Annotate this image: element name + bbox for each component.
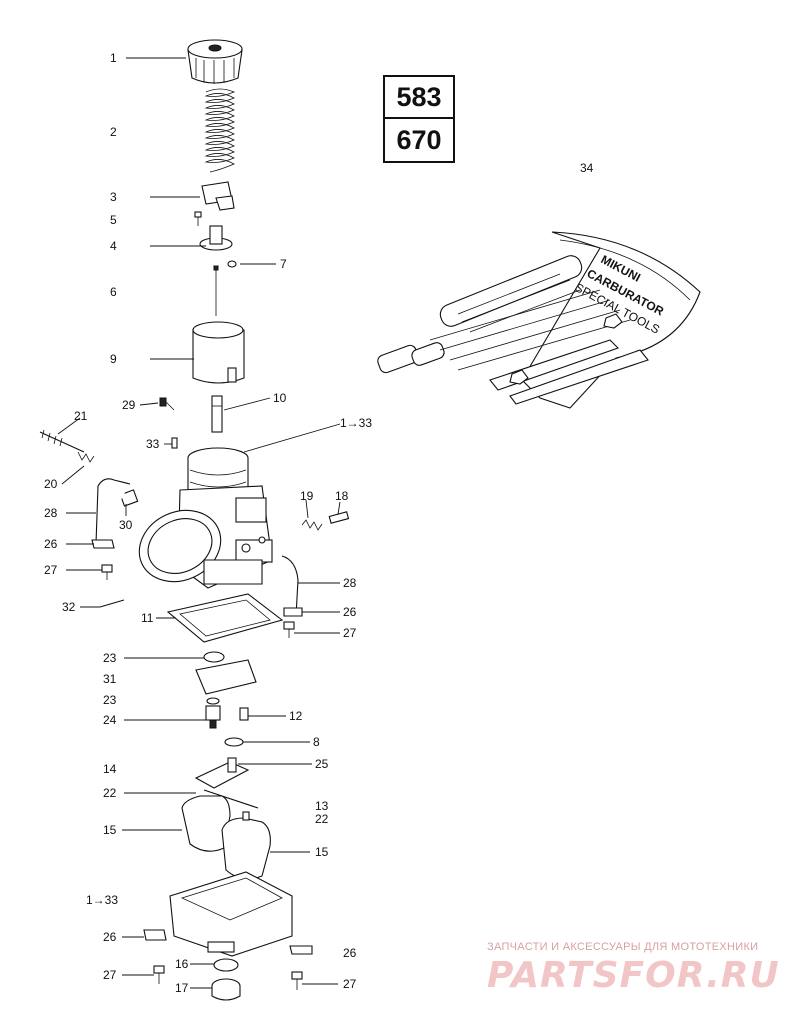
callout-2: 2 — [110, 125, 117, 139]
callout-4: 4 — [110, 239, 117, 253]
callout-23-b: 23 — [103, 693, 117, 707]
part-9-slide — [192, 321, 245, 384]
callout-27-bottom-left: 27 — [103, 968, 117, 982]
callout-18: 18 — [335, 489, 349, 503]
part-26-clamp-a — [91, 539, 115, 549]
callout-22-left: 22 — [103, 786, 117, 800]
part-15-float-left — [181, 795, 231, 852]
callout-27-right: 27 — [343, 626, 357, 640]
part-23-oring-a — [203, 651, 225, 663]
callout-17: 17 — [175, 981, 189, 995]
callout-25: 25 — [315, 757, 329, 771]
part-26-clamp-c — [143, 929, 167, 941]
part-22-pin — [203, 789, 259, 809]
callout-20: 20 — [44, 477, 58, 491]
part-31-plate — [195, 659, 257, 695]
callout-19: 19 — [300, 489, 314, 503]
part-10-needle-jet — [211, 395, 223, 433]
part-32-screw — [99, 599, 125, 608]
callout-12: 12 — [289, 709, 303, 723]
part-19-spring — [301, 519, 323, 531]
callout-8: 8 — [313, 735, 320, 749]
part-26-clamp-d — [289, 945, 313, 955]
part-17-plug — [211, 978, 241, 1001]
callout-14: 14 — [103, 762, 117, 776]
callout-13: 13 — [315, 799, 329, 813]
part-6-needle — [213, 265, 219, 316]
part-28-tube-left — [95, 478, 131, 545]
callout-1: 1 — [110, 51, 117, 65]
part-12-jet — [239, 707, 249, 721]
part-20-spring — [77, 451, 95, 463]
callouts: 1 2 3 5 4 7 6 9 29 10 21 1→33 33 20 19 1… — [44, 51, 594, 995]
carburetor-body — [119, 447, 273, 589]
callout-26-left: 26 — [44, 537, 58, 551]
part-14-float-arm — [194, 761, 250, 789]
float-bowl — [169, 871, 293, 957]
callout-28-left: 28 — [44, 506, 58, 520]
callout-15-left: 15 — [103, 823, 117, 837]
callout-31: 31 — [103, 672, 117, 686]
part-5-screw — [194, 211, 202, 226]
leader-lines — [57, 57, 341, 989]
part-7-clip — [227, 260, 237, 268]
callout-22-right: 22 — [315, 812, 329, 826]
callout-26-right: 26 — [343, 605, 357, 619]
callout-34: 34 — [580, 161, 594, 175]
part-23-oring-b — [206, 697, 220, 705]
callout-33: 33 — [146, 437, 160, 451]
callout-11: 11 — [141, 611, 154, 625]
part-29-screw — [159, 397, 175, 411]
callout-28-right: 28 — [343, 576, 357, 590]
callout-32: 32 — [62, 600, 76, 614]
callout-5: 5 — [110, 213, 117, 227]
part-25-screw — [227, 757, 237, 773]
callout-9: 9 — [110, 352, 117, 366]
watermark-tagline: ЗАПЧАСТИ И АКСЕССУАРЫ ДЛЯ МОТОТЕХНИКИ — [487, 941, 759, 953]
part-24-jet — [205, 705, 221, 729]
part-4-holder — [199, 225, 233, 251]
part-26-clamp-b — [283, 607, 303, 617]
model-label-583: 583 — [383, 75, 455, 119]
callout-1to33-top: 1→33 — [340, 416, 372, 430]
callout-7: 7 — [280, 257, 287, 271]
callout-10: 10 — [273, 391, 287, 405]
part-34-tool-kit — [377, 231, 701, 409]
part-27-screw-d — [291, 971, 303, 990]
part-27-screw-a — [101, 564, 113, 580]
part-18-screw — [328, 511, 350, 524]
part-21-air-screw — [39, 429, 85, 453]
callout-26-bottom-right: 26 — [343, 946, 357, 960]
part-3-plate — [201, 181, 235, 211]
part-2-spring — [204, 88, 236, 173]
model-label-670: 670 — [383, 119, 455, 163]
callout-27-left: 27 — [44, 563, 58, 577]
callout-3: 3 — [110, 190, 117, 204]
callout-30: 30 — [119, 518, 133, 532]
callout-29: 29 — [122, 398, 136, 412]
part-27-screw-c — [153, 965, 165, 984]
callout-26-bottom-left: 26 — [103, 930, 117, 944]
callout-1to33-bottom: 1→33 — [86, 893, 118, 907]
part-28-tube-right — [281, 555, 299, 617]
part-8-washer — [224, 737, 244, 747]
callout-24: 24 — [103, 713, 117, 727]
watermark-logo: PARTSFOR.RU — [487, 955, 780, 996]
part-15-float-right — [221, 817, 271, 880]
callout-15-right: 15 — [315, 845, 329, 859]
callout-16: 16 — [175, 957, 189, 971]
callout-23-a: 23 — [103, 651, 117, 665]
callout-21: 21 — [74, 409, 88, 423]
part-33-pin — [171, 437, 178, 449]
part-1-cap — [187, 39, 243, 84]
callout-6: 6 — [110, 285, 117, 299]
part-27-screw-b — [283, 621, 295, 638]
part-16-oring — [213, 958, 239, 972]
callout-27-bottom-right: 27 — [343, 977, 357, 991]
